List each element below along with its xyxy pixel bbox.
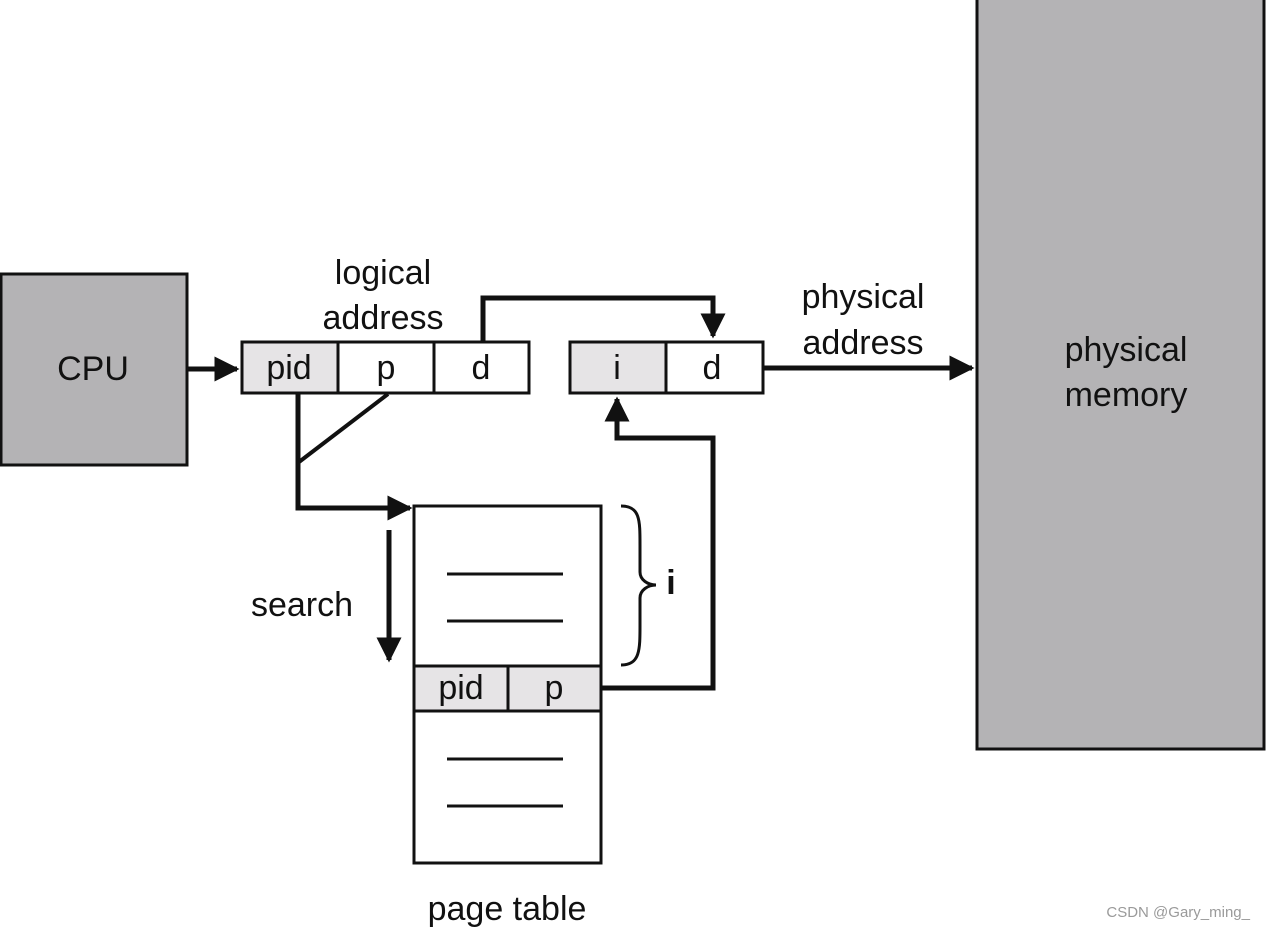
index-label: i: [666, 564, 675, 602]
pid-to-table-arrow: [295, 394, 413, 521]
physical-memory-label-line1: physical: [1065, 331, 1188, 369]
logical-pid-cell: [240, 340, 340, 395]
logical-address-register: pid p d: [240, 340, 531, 395]
page-table-pid-cell: [412, 664, 510, 713]
logical-pid-text: pid: [266, 349, 311, 387]
page-table-p-text: p: [545, 669, 564, 707]
logical-d-text: d: [472, 349, 491, 387]
logical-p-cell: [336, 340, 436, 395]
physical-address-label-line2: address: [803, 324, 924, 362]
physical-memory-box: physical memory: [975, 0, 1266, 751]
logical-address-label-line1: logical: [335, 254, 431, 292]
physical-address-label-line1: physical: [802, 278, 925, 316]
p-join-line: [297, 392, 390, 464]
page-table-pid-text: pid: [438, 669, 483, 707]
offset-copy-arrow: [480, 295, 726, 342]
index-to-physical-arrow: [601, 396, 716, 691]
watermark-text: CSDN @Gary_ming_: [1106, 904, 1250, 921]
logical-address-label-line2: address: [323, 299, 444, 337]
index-brace: [620, 504, 657, 667]
logical-p-text: p: [377, 349, 396, 387]
page-table-label: page table: [428, 890, 587, 928]
physical-d-text: d: [703, 349, 722, 387]
page-table: pid p: [412, 504, 603, 865]
physical-address-register: i d: [568, 340, 765, 395]
cpu-box: CPU: [0, 272, 189, 467]
page-table-p-cell: [506, 664, 603, 713]
search-label: search: [251, 586, 353, 624]
logical-d-cell: [432, 340, 531, 395]
physical-i-text: i: [613, 349, 621, 387]
cpu-label: CPU: [57, 350, 129, 388]
physical-memory-label-line2: memory: [1065, 376, 1188, 414]
